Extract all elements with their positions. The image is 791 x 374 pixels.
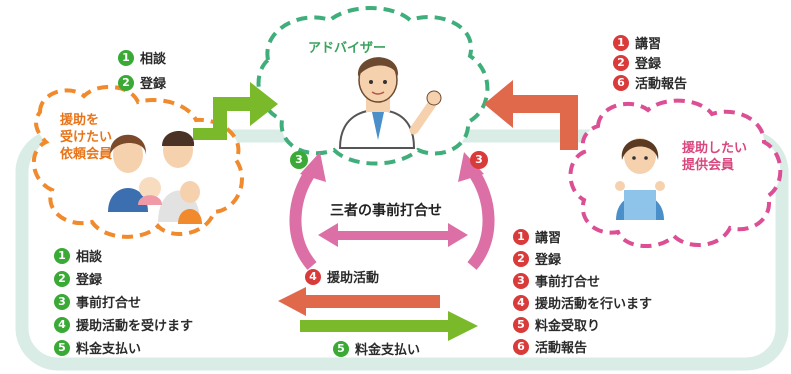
- step-label: 登録: [635, 57, 662, 72]
- training-arrow: [484, 80, 578, 150]
- step-label: 登録: [535, 253, 562, 268]
- top-right-step: 2 登録: [613, 53, 661, 72]
- step-label: 講習: [535, 231, 562, 246]
- step-number-badge: 1: [118, 49, 134, 66]
- step-label: 事前打合せ: [76, 296, 142, 311]
- step-number-badge: 1: [613, 34, 629, 51]
- step-number-badge: 2: [513, 250, 529, 267]
- activity-label: 援助活動: [327, 271, 380, 286]
- step-number-badge: 6: [613, 74, 629, 91]
- advisor-illustration: [338, 57, 442, 149]
- step-number-badge: 2: [613, 54, 629, 71]
- top-right-step: 6 活動報告: [613, 73, 687, 92]
- step-number-badge: 5: [54, 339, 70, 356]
- consult-arrow: [193, 82, 278, 140]
- step-label: 活動報告: [635, 77, 688, 92]
- provider-title: 援助したい 提供会員: [682, 140, 747, 174]
- left-step: 4 援助活動を受けます: [54, 315, 193, 334]
- left-step: 3 事前打合せ: [54, 292, 141, 311]
- step-number-badge: 3: [513, 272, 529, 289]
- step-number-badge: 1: [54, 247, 70, 264]
- requester-title-line2: 受けたい: [60, 130, 113, 145]
- right-step: 6 活動報告: [513, 337, 587, 356]
- activity-arrow-label: 4 援助活動: [305, 267, 379, 286]
- step-label: 登録: [140, 77, 167, 92]
- left-step: 2 登録: [54, 269, 102, 288]
- payment-arrow-label: 5 料金支払い: [333, 339, 420, 358]
- right-step: 3 事前打合せ: [513, 271, 600, 290]
- step-label: 活動報告: [535, 341, 588, 356]
- left-pink-arc-head: [300, 152, 326, 182]
- top-left-step: 1 相談: [118, 48, 166, 67]
- step-label: 料金支払い: [76, 342, 142, 357]
- joint-meeting-label: 三者の事前打合せ: [330, 203, 442, 219]
- step-label: 相談: [76, 250, 103, 265]
- left-pink-arc: [289, 166, 318, 270]
- top-right-step: 1 講習: [613, 33, 661, 52]
- step-label: 料金受取り: [535, 319, 601, 334]
- step-number-badge: 4: [513, 294, 529, 311]
- step-number-badge: 3: [54, 293, 70, 310]
- requester-title-line1: 援助を: [60, 113, 100, 128]
- step-label: 援助活動を行います: [535, 297, 653, 312]
- step-label: 援助活動を受けます: [76, 319, 194, 334]
- step-label: 相談: [140, 52, 167, 67]
- activity-arrow: [278, 287, 440, 316]
- left-step: 5 料金支払い: [54, 338, 141, 357]
- step-number-badge: 4: [54, 316, 70, 333]
- payment-arrow: [300, 311, 478, 341]
- top-left-step: 2 登録: [118, 73, 166, 92]
- left-step: 1 相談: [54, 246, 102, 265]
- left-meeting-badge: 3: [290, 151, 308, 169]
- step-number-badge: 4: [305, 268, 321, 285]
- payment-label: 料金支払い: [355, 343, 421, 358]
- step-number-badge: 2: [54, 270, 70, 287]
- right-pink-arc-head: [458, 152, 484, 182]
- step-number-badge: 1: [513, 228, 529, 245]
- family-illustration: [108, 131, 202, 224]
- step-label: 登録: [76, 273, 103, 288]
- right-step: 5 料金受取り: [513, 315, 600, 334]
- bottom-pink-arrow: [318, 223, 468, 247]
- requester-title-line3: 依頼会員: [60, 147, 113, 162]
- step-label: 講習: [635, 37, 662, 52]
- provider-illustration: [615, 138, 665, 220]
- provider-cloud: [568, 98, 783, 249]
- step-number-badge: 2: [118, 74, 134, 91]
- step-label: 事前打合せ: [535, 275, 601, 290]
- right-step: 4 援助活動を行います: [513, 293, 652, 312]
- step-number-badge: 5: [333, 340, 349, 357]
- requester-title: 援助を 受けたい 依頼会員: [60, 112, 112, 163]
- right-step: 2 登録: [513, 249, 561, 268]
- right-pink-arc: [466, 166, 495, 270]
- right-step: 1 講習: [513, 227, 561, 246]
- provider-title-line2: 提供会員: [682, 158, 735, 173]
- provider-title-line1: 援助したい: [682, 141, 748, 156]
- right-meeting-badge: 3: [470, 151, 488, 169]
- step-number-badge: 6: [513, 338, 529, 355]
- step-number-badge: 5: [513, 316, 529, 333]
- advisor-title: アドバイザー: [308, 41, 387, 56]
